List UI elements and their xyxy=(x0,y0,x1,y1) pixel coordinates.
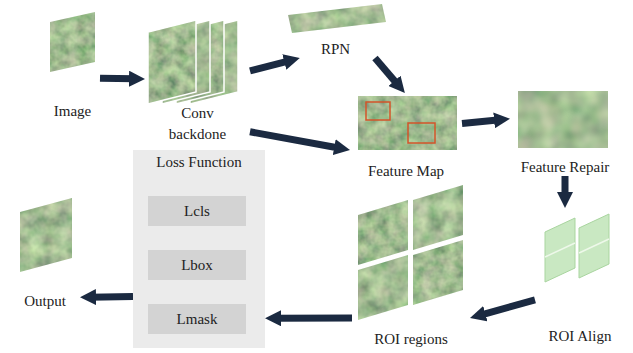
flow-arrow xyxy=(375,58,398,85)
node-label: Conv backdone xyxy=(158,103,238,147)
node-label: Lcls xyxy=(184,203,210,220)
node-label: Loss Function xyxy=(156,154,241,171)
flow-arrow xyxy=(462,120,500,124)
flow-arrow xyxy=(480,300,535,316)
flow-arrow xyxy=(250,132,340,148)
node-label: ROI Align xyxy=(549,328,612,345)
backbone-stack: Conv backdone xyxy=(145,12,250,146)
node-label: ROI regions xyxy=(374,331,448,348)
feature-repair-tile: Feature Repair xyxy=(510,88,620,176)
node-label: Feature Repair xyxy=(521,159,610,176)
node-label: Output xyxy=(24,293,66,310)
flow-arrow xyxy=(90,293,133,301)
loss-term-box: Lmask xyxy=(148,304,246,334)
flow-arrow xyxy=(250,61,290,71)
loss-term-box: Lbox xyxy=(148,250,246,280)
output-tile: Output xyxy=(10,195,80,310)
node-label: Feature Map xyxy=(368,163,444,180)
loss-panel: Loss FunctionLclsLboxLmask xyxy=(133,150,265,348)
flow-arrow xyxy=(275,315,352,322)
node-label: RPN xyxy=(321,41,350,58)
node-label: Lmask xyxy=(177,311,218,328)
feature-map-tile: Feature Map xyxy=(350,93,462,180)
image-tile: Image xyxy=(45,10,100,120)
flow-arrow xyxy=(561,176,568,198)
rpn-tile: RPN xyxy=(283,2,388,58)
flow-arrow xyxy=(100,75,135,83)
node-label: Lbox xyxy=(181,257,213,274)
node-label: Image xyxy=(54,103,91,120)
roi-align-tile: ROI Align xyxy=(535,208,625,345)
roi-regions-tile: ROI regions xyxy=(352,185,470,348)
loss-term-box: Lcls xyxy=(148,196,246,226)
